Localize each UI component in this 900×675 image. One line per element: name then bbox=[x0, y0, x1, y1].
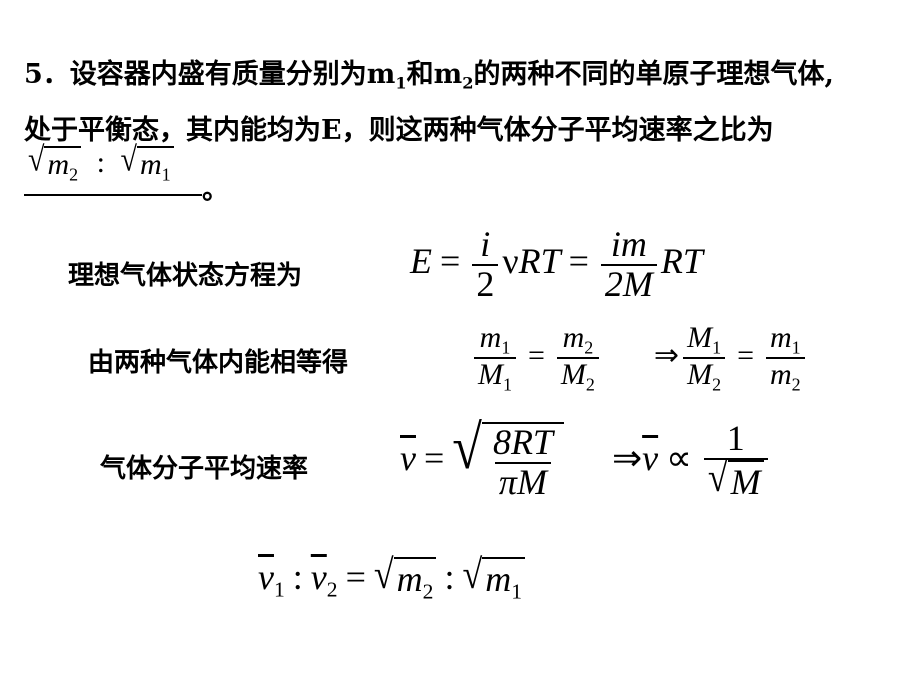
radical-sign: √ bbox=[373, 551, 394, 598]
var-v-bar: v bbox=[642, 437, 659, 478]
radical-sign: √ bbox=[28, 140, 45, 179]
var-M: M bbox=[687, 358, 713, 392]
var-M: M bbox=[730, 461, 761, 502]
var-m: m bbox=[769, 321, 792, 354]
radical-sign: √ bbox=[452, 412, 482, 482]
var-RT: RT bbox=[660, 241, 703, 282]
answer-blank bbox=[24, 150, 202, 196]
answer-formula: √m2 : √m1 bbox=[28, 140, 174, 185]
equals-sign: = bbox=[423, 437, 445, 478]
avg-speed-label: 气体分子平均速率 bbox=[100, 454, 309, 484]
var-nu: ν bbox=[502, 241, 519, 282]
digit-1: 1 bbox=[726, 418, 745, 458]
implies-arrow: ⇒ bbox=[653, 339, 680, 373]
var-m: m bbox=[479, 321, 502, 354]
sub-2: 2 bbox=[584, 337, 594, 358]
radical-sign: √ bbox=[462, 551, 483, 598]
sub-2: 2 bbox=[326, 577, 338, 602]
problem-line-1-prefix: 5．设容器内盛有质量分别为m bbox=[24, 59, 396, 90]
fraction-1-over-sqrtM: 1√M bbox=[703, 418, 768, 503]
equal-energy-label: 由两种气体内能相等得 bbox=[88, 348, 349, 378]
var-m: m bbox=[139, 148, 162, 181]
var-m: m bbox=[47, 148, 70, 181]
sub-1: 1 bbox=[503, 374, 512, 395]
digit-2: 2 bbox=[472, 263, 499, 304]
equals-sign: = bbox=[345, 557, 366, 597]
sqrt-M: √M bbox=[708, 456, 764, 503]
sub-1: 1 bbox=[161, 164, 171, 185]
sub-2: 2 bbox=[791, 374, 801, 395]
var-m: m bbox=[485, 559, 512, 600]
sub-2: 2 bbox=[422, 579, 434, 604]
radical-sign: √ bbox=[707, 454, 728, 501]
var-RT: RT bbox=[518, 241, 561, 282]
problem-sub-2: 2 bbox=[462, 73, 474, 93]
var-i: i bbox=[480, 224, 491, 264]
equals-sign: = bbox=[528, 339, 545, 373]
answer-sqrt-m1: √m1 bbox=[120, 140, 174, 185]
ratio-colon: : bbox=[292, 557, 303, 597]
var-m: m bbox=[562, 321, 585, 354]
sqrt-m1: √m1 bbox=[462, 553, 526, 604]
var-M: M bbox=[478, 358, 503, 392]
ratio-colon: : bbox=[444, 557, 455, 597]
ratio-colon: : bbox=[96, 146, 105, 180]
var-E: E bbox=[410, 241, 432, 282]
var-M: M bbox=[560, 358, 586, 392]
sub-1: 1 bbox=[501, 337, 511, 358]
state-equation-label: 理想气体状态方程为 bbox=[68, 261, 303, 291]
sub-2: 2 bbox=[585, 374, 595, 395]
problem-sub-1: 1 bbox=[395, 73, 407, 93]
implies-arrow: ⇒ bbox=[611, 437, 643, 478]
equals-sign: = bbox=[568, 241, 589, 282]
var-v-bar: v bbox=[258, 557, 274, 597]
var-M: M bbox=[687, 321, 713, 354]
var-m: m bbox=[769, 358, 792, 392]
problem-line-1-suffix: 的两种不同的单原子理想气体, bbox=[473, 59, 834, 90]
radical-sign: √ bbox=[120, 140, 137, 179]
var-v-bar: v bbox=[400, 437, 416, 478]
sub-1: 1 bbox=[791, 337, 801, 358]
equals-sign: = bbox=[440, 241, 461, 282]
final-result: v1:v2=√m2:√m1 bbox=[258, 553, 526, 604]
problem-line-1-mid: 和m bbox=[406, 59, 463, 90]
var-im: im bbox=[610, 224, 647, 264]
sub-1: 1 bbox=[712, 337, 722, 358]
sqrt-m2: √m2 bbox=[374, 553, 437, 604]
sub-2: 2 bbox=[69, 164, 79, 185]
answer-period: 。 bbox=[202, 175, 229, 206]
var-2M: 2M bbox=[604, 263, 653, 304]
answer-sqrt-m2: √m2 bbox=[28, 140, 82, 185]
sub-1: 1 bbox=[273, 577, 285, 602]
var-8RT: 8RT bbox=[492, 421, 553, 462]
equals-sign: = bbox=[737, 339, 754, 373]
problem-line-2: 处于平衡态，其内能均为E，则这两种气体分子平均速率之比为 bbox=[24, 115, 774, 146]
var-v-bar: v bbox=[310, 557, 327, 597]
sub-1: 1 bbox=[511, 579, 523, 604]
var-piM: πM bbox=[498, 461, 547, 502]
sub-2: 2 bbox=[712, 374, 722, 395]
proportional-sign: ∝ bbox=[666, 437, 692, 478]
var-m: m bbox=[396, 559, 423, 600]
problem-line-1: 5．设容器内盛有质量分别为m1和m2的两种不同的单原子理想气体, bbox=[24, 52, 834, 93]
